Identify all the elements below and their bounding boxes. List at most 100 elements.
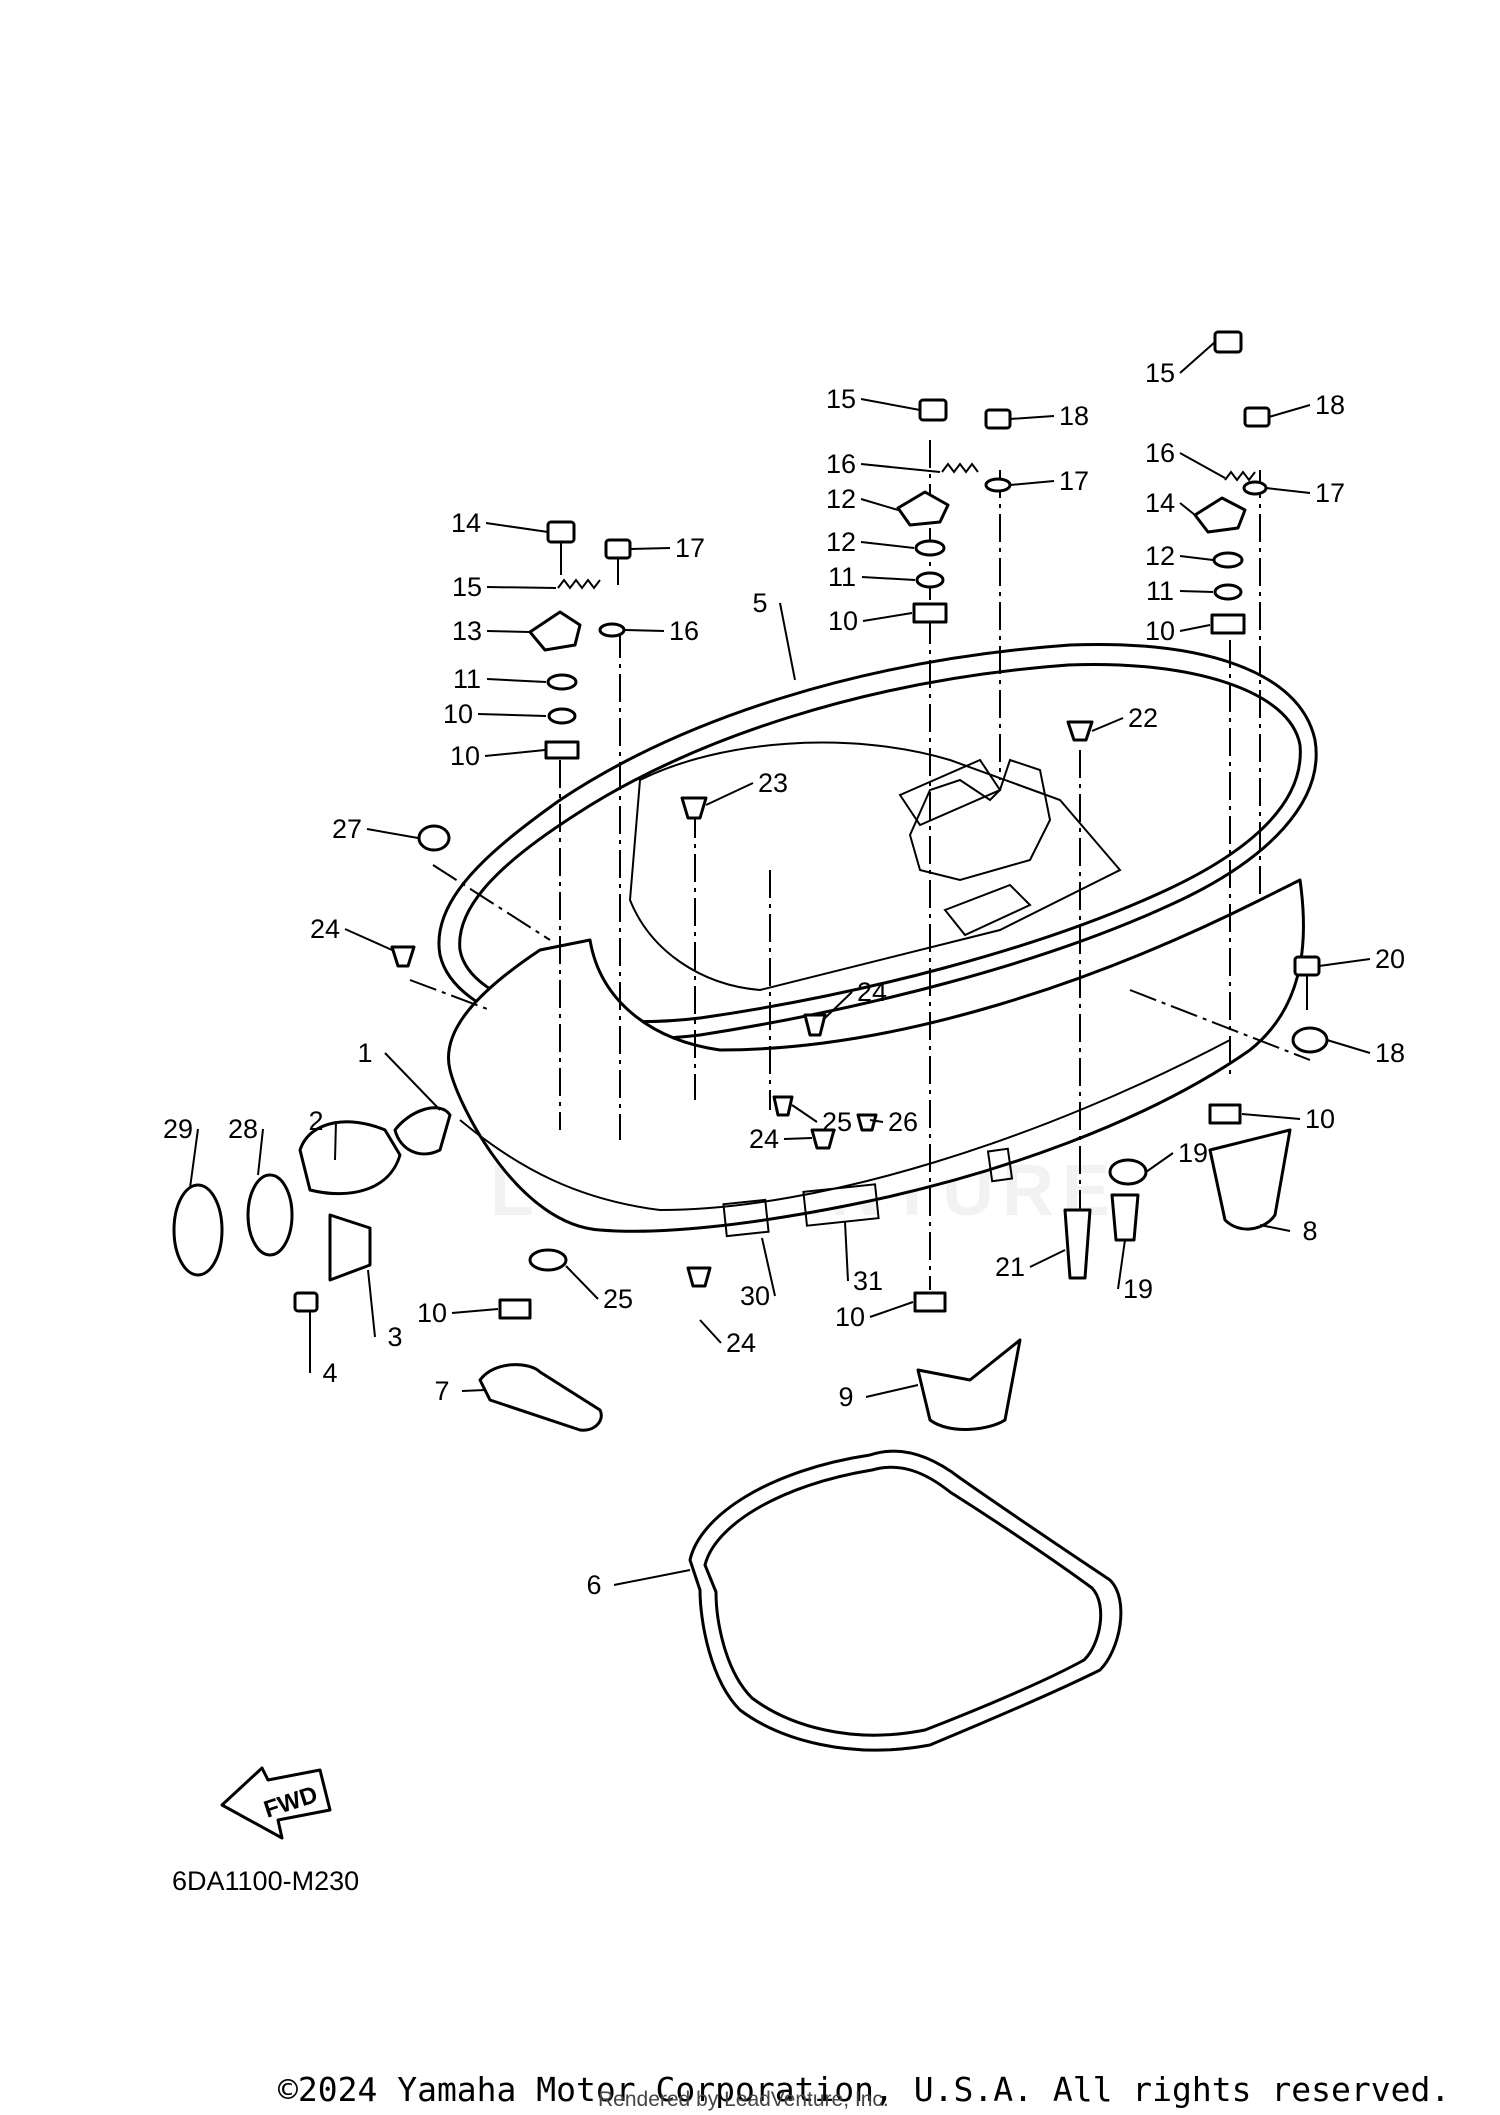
- callout-label-27: 27: [332, 814, 362, 844]
- callout-label-22: 22: [1128, 703, 1158, 733]
- callout-label-23: 23: [758, 768, 788, 798]
- callout-leader-19: [1117, 1239, 1126, 1290]
- callout-leader-17: [1265, 487, 1311, 494]
- callout-leader-31: [844, 1221, 849, 1282]
- callout-leader-25: [565, 1265, 599, 1300]
- callout-leader-26: [869, 1119, 884, 1123]
- hose-connector-assembly: [172, 1106, 452, 1282]
- callout-label-16: 16: [826, 449, 856, 479]
- handle-7: [478, 1363, 603, 1432]
- callout-leader-17: [1009, 480, 1055, 486]
- bolt-21: [1293, 955, 1321, 977]
- callout-leader-6: [613, 1569, 691, 1586]
- callout-label-8: 8: [1302, 1216, 1317, 1246]
- rendered-by-notice: Rendered by LeadVenture, Inc.: [598, 2088, 889, 2111]
- callout-label-13: 13: [452, 616, 482, 646]
- spring-16-right: [1224, 470, 1256, 482]
- clamp-30: [172, 1183, 224, 1277]
- callout-leader-24: [783, 1137, 813, 1140]
- callout-label-15: 15: [826, 384, 856, 414]
- callout-label-10: 10: [1145, 616, 1175, 646]
- callout-leader-23: [705, 782, 754, 806]
- bolt-18-center: [984, 408, 1012, 430]
- callout-label-6: 6: [586, 1570, 601, 1600]
- callout-label-3: 3: [387, 1322, 402, 1352]
- callout-leader-11: [1179, 590, 1214, 593]
- callout-leader-25: [791, 1104, 818, 1123]
- clip-17-right: [1242, 480, 1268, 496]
- bolt-15-center: [918, 398, 948, 422]
- latch-13-center: [896, 490, 950, 527]
- grommet-19-right: [1291, 1026, 1329, 1054]
- spring-16-center: [941, 462, 979, 474]
- latch-14-right: [1193, 496, 1247, 534]
- callout-label-25: 25: [822, 1107, 852, 1137]
- callout-label-10: 10: [828, 606, 858, 636]
- exploded-view-axes: [409, 440, 1311, 1290]
- callout-leader-11: [861, 576, 916, 581]
- callout-label-17: 17: [1315, 478, 1345, 508]
- screw-25-b: [772, 1095, 794, 1117]
- callout-label-24: 24: [749, 1124, 779, 1154]
- callout-leader-10: [862, 612, 913, 622]
- callout-leader-16: [623, 629, 665, 632]
- handle-8: [1208, 1128, 1292, 1231]
- handle-9: [916, 1338, 1022, 1431]
- callout-leader-11: [486, 678, 547, 683]
- callout-leader-14: [485, 522, 549, 533]
- callout-label-9: 9: [838, 1382, 853, 1412]
- callout-label-31: 31: [853, 1266, 883, 1296]
- screw-27: [856, 1113, 878, 1132]
- callout-label-26: 26: [888, 1107, 918, 1137]
- washer-11-center: [915, 571, 945, 589]
- washer-11-right: [1213, 583, 1243, 601]
- callout-label-14: 14: [1145, 488, 1175, 518]
- callout-label-10: 10: [443, 699, 473, 729]
- callout-leader-20: [1318, 958, 1371, 967]
- callout-label-24: 24: [310, 914, 340, 944]
- callout-leader-30: [761, 1237, 776, 1297]
- grommet-23: [1066, 720, 1094, 742]
- callout-leader-2: [334, 1120, 337, 1161]
- washer-12-center: [914, 539, 946, 557]
- latch-14-left: [528, 610, 582, 652]
- callout-label-16: 16: [1145, 438, 1175, 468]
- callout-label-1: 1: [357, 1038, 372, 1068]
- diagram-code: 6DA1100-M230: [172, 1866, 360, 1896]
- callout-leader-16: [1179, 452, 1226, 479]
- callout-label-18: 18: [1375, 1038, 1405, 1068]
- callout-leader-29: [189, 1128, 199, 1189]
- callout-leaders: [189, 341, 1371, 1586]
- grommet-10-br: [1208, 1103, 1242, 1125]
- callout-label-25: 25: [603, 1284, 633, 1314]
- bolt-15-right: [1213, 330, 1243, 354]
- callout-leader-18: [1268, 404, 1311, 418]
- callout-leader-24: [824, 991, 853, 1019]
- collar-20: [1110, 1193, 1140, 1242]
- grommet-24-a: [680, 796, 708, 820]
- callout-leader-24: [344, 928, 393, 951]
- callout-label-15: 15: [1145, 358, 1175, 388]
- callout-label-24: 24: [726, 1328, 756, 1358]
- callout-leader-9: [865, 1384, 919, 1398]
- callout-leader-12: [1179, 555, 1214, 561]
- callout-label-19: 19: [1178, 1138, 1208, 1168]
- callout-leader-19: [1145, 1152, 1174, 1173]
- bolt-15-left: [546, 520, 576, 544]
- grommet-19-center: [1108, 1158, 1148, 1186]
- callout-leader-7: [461, 1389, 486, 1392]
- callout-label-11: 11: [453, 664, 481, 694]
- grommet-10-left: [544, 740, 580, 760]
- grommet-24-c: [686, 1266, 712, 1288]
- callout-label-10: 10: [835, 1302, 865, 1332]
- latch-handles: [478, 1128, 1292, 1432]
- bottom-cowling-body: [447, 741, 1305, 1238]
- callout-label-29: 29: [163, 1114, 193, 1144]
- bracket-3: [328, 1213, 372, 1282]
- callout-leader-22: [1091, 717, 1124, 732]
- callout-leader-15: [486, 586, 557, 589]
- grommet-10-bl: [498, 1298, 532, 1320]
- callout-leader-21: [1029, 1249, 1066, 1268]
